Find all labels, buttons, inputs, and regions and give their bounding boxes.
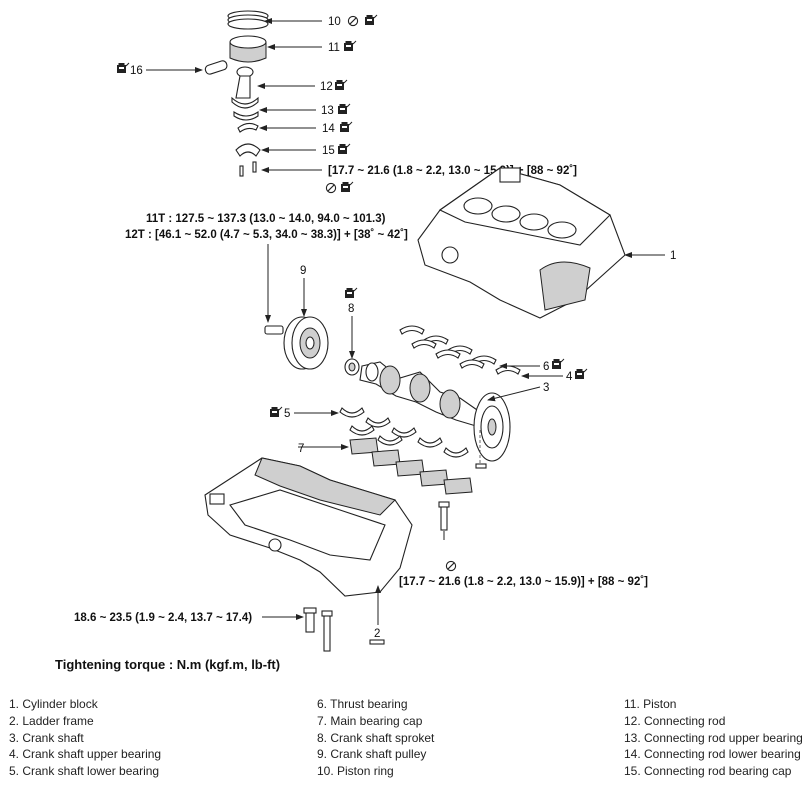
callout-13: 13 [321,105,334,117]
callout-16: 16 [130,65,143,77]
pulley-torque-11t: 11T : 127.5 ~ 137.3 (13.0 ~ 14.0, 94.0 ~… [146,213,386,225]
replace-part-icon [337,143,351,155]
callout-15: 15 [322,145,335,157]
callout-1: 1 [670,250,676,262]
do-not-reuse-icon [445,560,457,572]
conrod-bolt-torque: [17.7 ~ 21.6 (1.8 ~ 2.2, 13.0 ~ 15.9)] +… [328,165,577,177]
piston-ring-part [227,10,269,30]
legend-item: 13. Connecting rod upper bearing [624,730,803,745]
replace-part-icon [344,287,358,299]
main-bearing-caps-part [349,437,473,495]
engine-block-exploded-diagram: 10 11 16 12 13 14 15 [17.7 ~ 21.6 (1.8 ~… [74,10,676,652]
callout-8: 8 [348,303,354,315]
replace-part-icon [337,103,351,115]
ladder-frame-part [204,457,413,597]
replace-part-icon [334,79,348,91]
legend-item: 11. Piston [624,697,677,711]
ladder-frame-bolts-part [303,607,333,652]
crank-pulley-part [264,316,329,370]
legend-item: 9. Crank shaft pulley [317,747,427,762]
legend-item: 5. Crank shaft lower bearing [9,764,160,779]
legend-item: 1. Cylinder block [9,697,98,711]
legend-item: 6. Thrust bearing [317,697,408,711]
main-cap-bolt-torque: [17.7 ~ 21.6 (1.8 ~ 2.2, 13.0 ~ 15.9)] +… [399,576,648,588]
callout-9: 9 [300,265,306,277]
replace-part-icon [339,121,353,133]
legend-item: 15. Connecting rod bearing cap [624,764,792,779]
pulley-torque-12t: 12T : [46.1 ~ 52.0 (4.7 ~ 5.3, 34.0 ~ 38… [125,229,408,241]
crank-lower-bearings-part [339,407,469,458]
legend-item: 14. Connecting rod lower bearing [624,747,801,762]
legend-item: 7. Main bearing cap [317,713,423,728]
callout-3: 3 [543,382,549,394]
legend-item: 2. Ladder frame [9,713,94,728]
replace-part-icon [343,40,357,52]
piston-pin-part [204,60,228,75]
callout-14: 14 [322,123,335,135]
legend-item: 12. Connecting rod [624,713,726,728]
callout-7: 7 [298,443,304,455]
replace-part-icon [340,181,354,193]
tightening-torque-heading: Tightening torque : N.m (kgf.m, lb-ft) [55,657,281,672]
replace-part-icon [551,358,565,370]
legend-item: 4. Crank shaft upper bearing [9,747,162,762]
replace-part-icon [574,368,588,380]
callout-6: 6 [543,361,549,373]
conrod-lower-bearing-part [237,122,259,133]
callout-4: 4 [566,371,573,383]
callout-11: 11 [328,42,340,54]
legend-item: 10. Piston ring [317,764,394,779]
conrod-upper-bearing-part [233,110,259,121]
callout-10: 10 [328,16,341,28]
legend-item: 8. Crank shaft sproket [317,730,435,745]
cylinder-block-part [417,167,626,319]
flywheel-part [473,392,511,462]
legend-item: 3. Crank shaft [9,730,84,745]
legend-column-3: 11. Piston 12. Connecting rod 13. Connec… [624,696,803,780]
replace-part-icon [364,14,378,26]
replace-part-icon [269,406,283,418]
connecting-rod-part [231,66,259,109]
do-not-reuse-icon [325,182,337,194]
legend-column-2: 6. Thrust bearing 7. Main bearing cap 8.… [317,696,434,780]
crank-upper-bearings-part [399,325,521,375]
callout-2: 2 [374,628,380,640]
piston-part [229,35,267,63]
crank-sprocket-part [344,358,360,376]
replace-part-icon [116,62,130,74]
callout-5: 5 [284,408,290,420]
main-cap-bolt-part [438,501,450,531]
conrod-bearing-cap-part [235,143,261,157]
legend-column-1: 1. Cylinder block 2. Ladder frame 3. Cra… [9,696,161,780]
do-not-reuse-icon [347,15,359,27]
ladder-small-bolt-part [369,639,385,645]
ladder-bolt-torque: 18.6 ~ 23.5 (1.9 ~ 2.4, 13.7 ~ 17.4) [74,612,252,624]
conrod-bolts-part [239,161,257,177]
crankshaft-part [359,361,481,427]
callout-12: 12 [320,81,333,93]
